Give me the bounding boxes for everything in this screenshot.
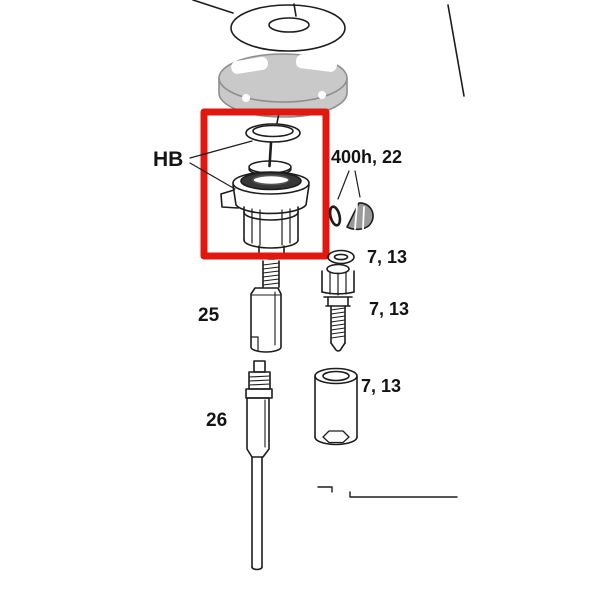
seat-cone-body: [346, 202, 374, 231]
rod-collar: [245, 388, 273, 399]
label-7-13-coupler: 7, 13: [369, 299, 409, 319]
cartridge-bore: [252, 174, 290, 186]
label-26: 26: [206, 410, 227, 431]
cap-slot-left: [231, 56, 268, 74]
coupler-tip: [330, 342, 346, 352]
cartridge-assembly: [220, 123, 310, 260]
hex-coupler: [321, 263, 355, 352]
stem-thread-lines: [262, 262, 280, 286]
coupler-hex-sides: [321, 270, 355, 293]
sleeve-top-bore: [322, 370, 350, 382]
sleeve-sides: [314, 375, 358, 438]
split-ring-inner: [252, 124, 294, 138]
handle-stem-line: [192, 0, 234, 14]
oring-inner: [333, 253, 349, 261]
ring-seam-line: [293, 3, 297, 17]
label-hb: HB: [153, 148, 183, 171]
stem-threads: [262, 260, 280, 288]
break-mark-right: [349, 491, 458, 498]
seat-washer: [328, 205, 342, 227]
cap-hole-left: [242, 94, 250, 102]
dome-cap: [218, 53, 348, 118]
cartridge-ribs: [251, 208, 291, 246]
cartridge-body: [220, 171, 310, 260]
pivot-pin: [268, 141, 273, 168]
rod-shaft: [251, 456, 263, 568]
label-25: 25: [198, 305, 220, 326]
spindle-notch: [250, 336, 259, 351]
cap-slot-right: [295, 54, 338, 72]
rod-top-stub: [253, 360, 266, 373]
split-ring-outer: [245, 123, 301, 143]
oring: [327, 249, 355, 265]
p400h-leader-right: [354, 170, 361, 198]
coupler-stem-threads: [330, 307, 346, 339]
p400h-leader-lines: [337, 170, 361, 200]
cartridge-cyl-bottom: [243, 239, 299, 249]
hb-leader-lower: [189, 162, 236, 190]
handle-ring: [230, 3, 346, 52]
coupler-collar: [323, 296, 353, 307]
spindle-25: [250, 287, 282, 353]
rod-knurl-lines: [248, 375, 271, 386]
seat-cone: [346, 202, 374, 231]
ring-outer: [230, 4, 346, 52]
rod-shaft-bottom: [251, 566, 263, 571]
sleeve-bottom: [314, 436, 358, 446]
break-marks: [317, 486, 458, 498]
highlight-box: [200, 108, 330, 260]
spindle-outline: [250, 287, 282, 353]
hb-leader-upper: [189, 140, 253, 159]
oring-outer: [327, 249, 355, 265]
sleeve: [314, 367, 358, 446]
seat-cone-ridges: [354, 204, 365, 230]
cap-hole-right: [318, 91, 326, 99]
hb-leader-lines: [189, 140, 253, 190]
cartridge-upper-drum: [232, 184, 310, 215]
cartridge-tab: [220, 189, 239, 209]
sleeve-hex-socket: [322, 430, 350, 444]
ring-hole: [268, 17, 310, 33]
break-mark-left: [317, 486, 333, 493]
rod-26: [245, 360, 273, 571]
label-7-13-oring: 7, 13: [367, 247, 407, 267]
label-7-13-sleeve: 7, 13: [361, 376, 401, 396]
background-edge-line: [447, 4, 465, 97]
label-400h-22: 400h, 22: [331, 147, 402, 167]
p400h-leader-left: [337, 170, 350, 200]
labels: HB 400h, 22 7, 13 7, 13 7, 13 25 26: [153, 147, 409, 431]
rod-body: [246, 397, 270, 458]
coupler-hex-facets: [329, 271, 347, 296]
split-ring-washer: [245, 123, 301, 143]
cartridge-cyl-band: [243, 211, 299, 221]
